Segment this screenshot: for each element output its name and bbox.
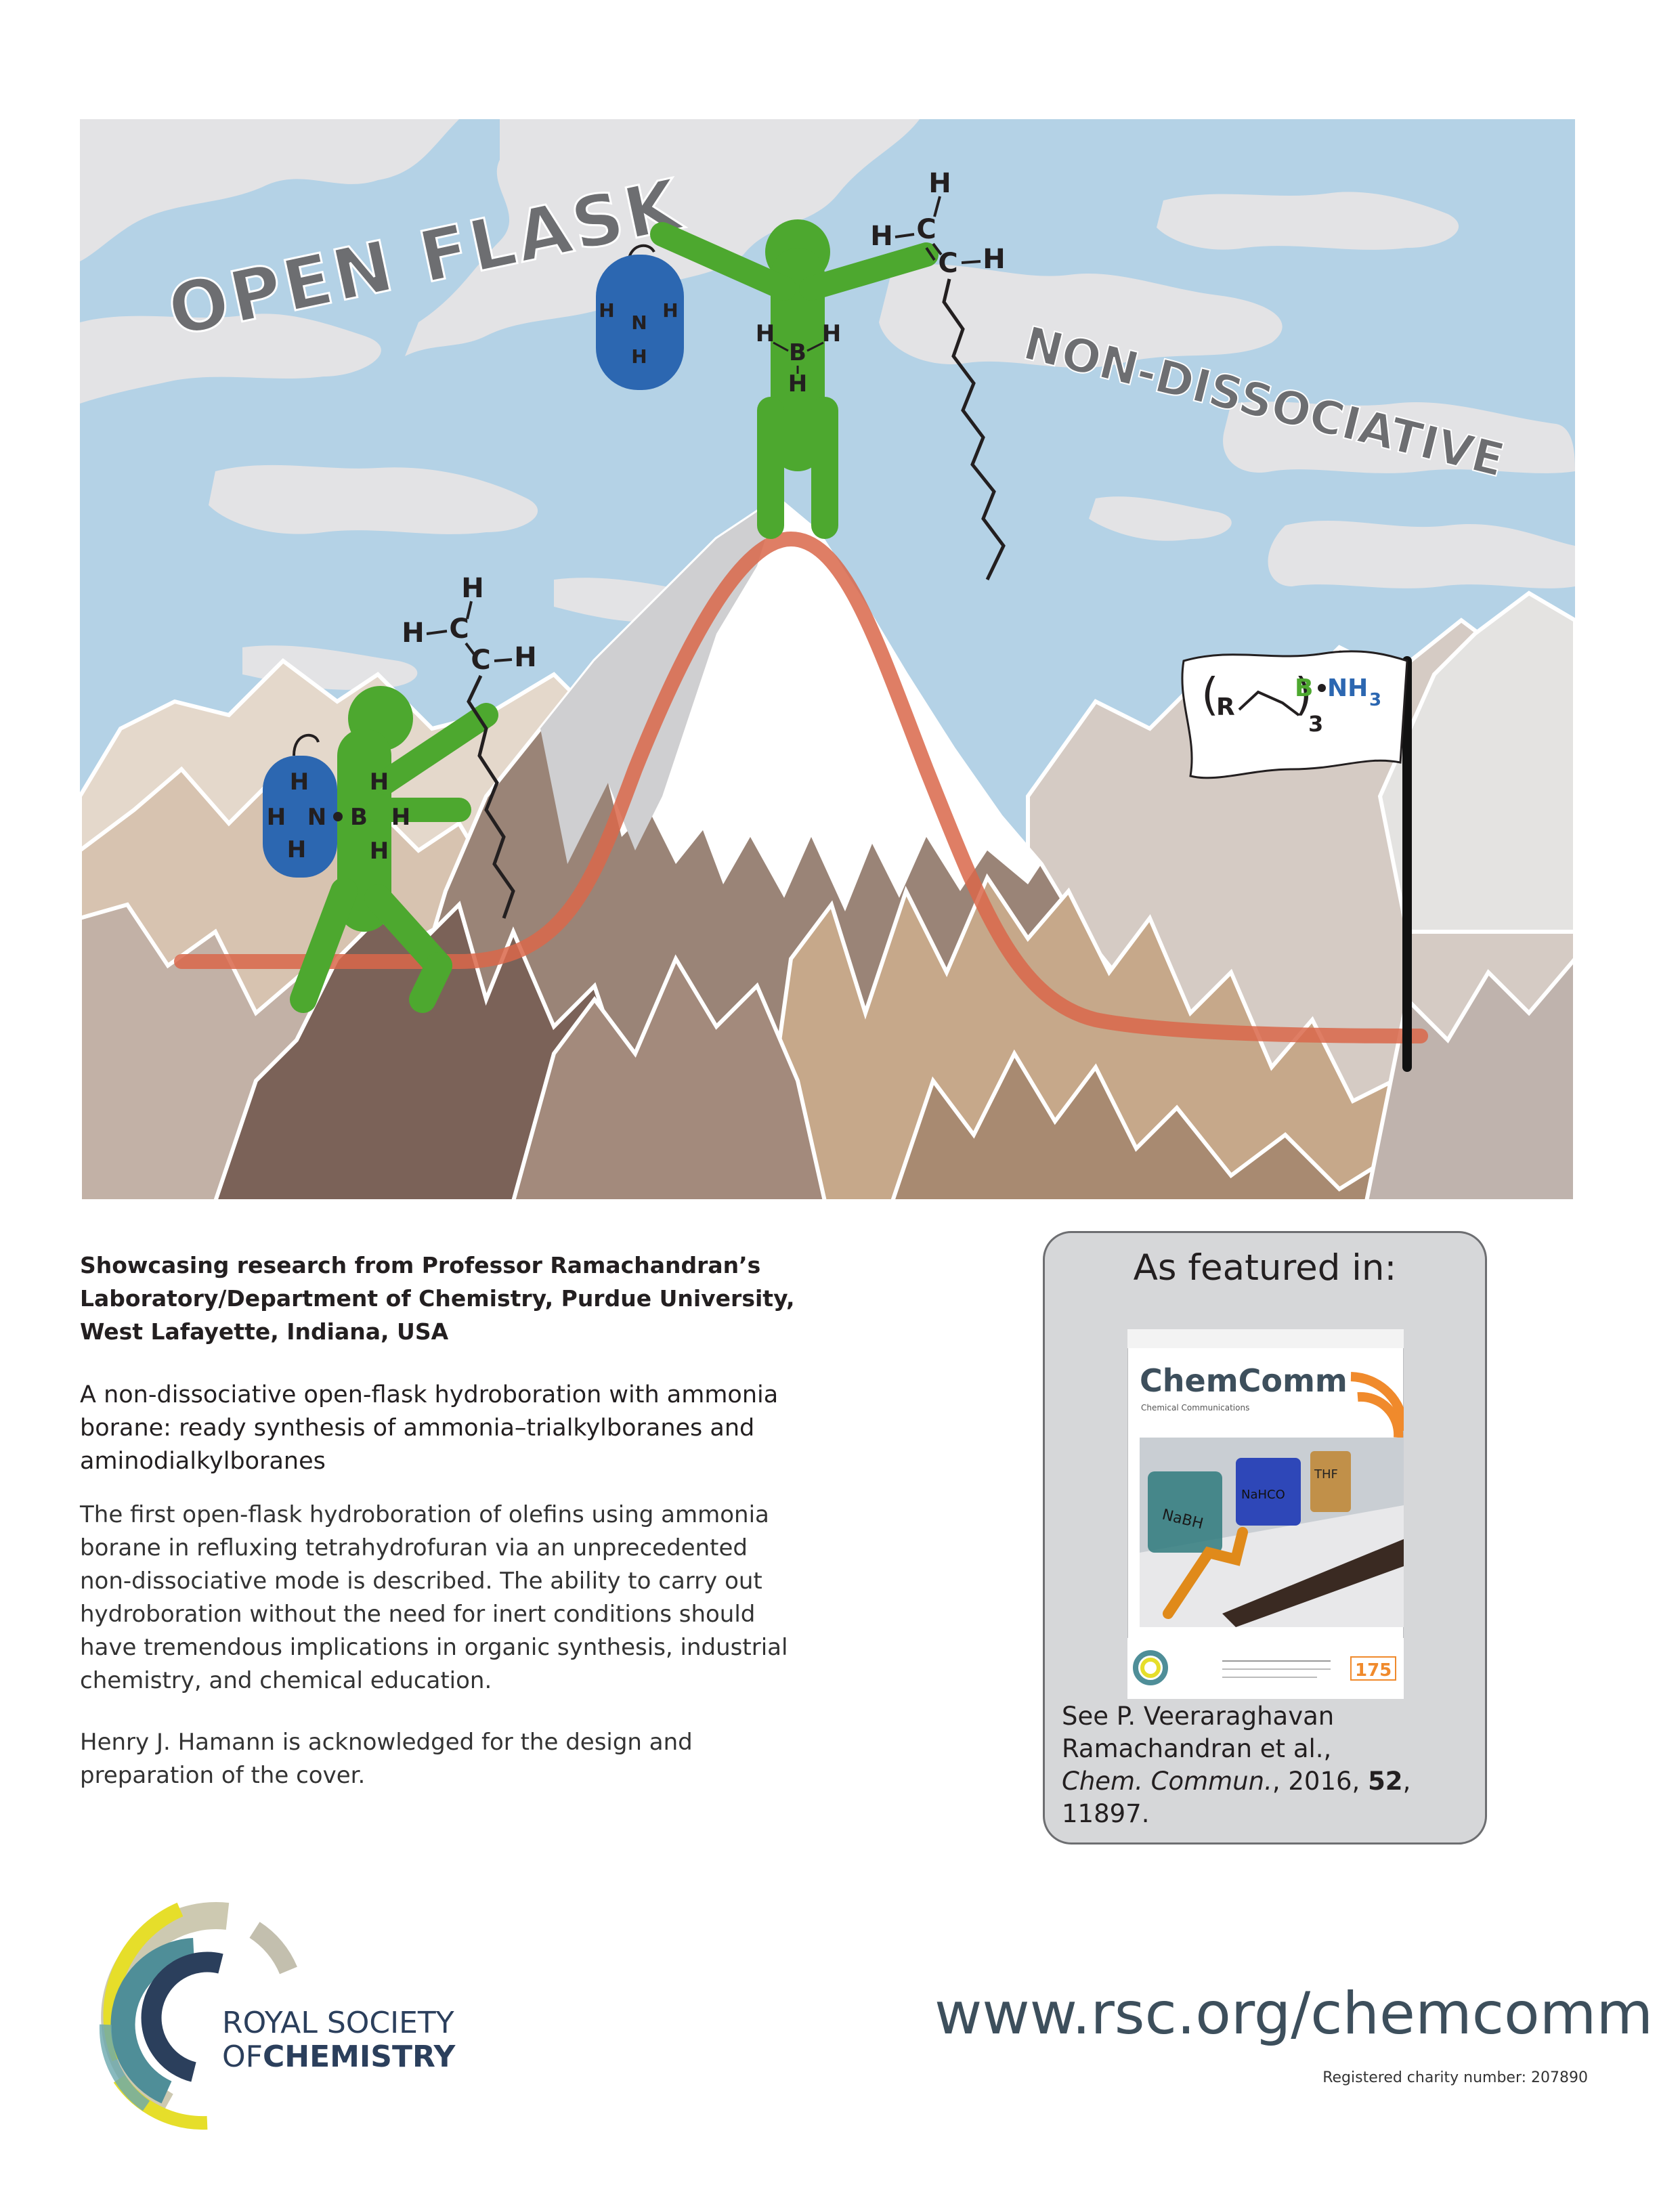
abstract-line: chemistry, and chemical education. [80,1667,492,1694]
atom-b: B [789,339,806,366]
title-line: A non-dissociative open-flask hydroborat… [80,1381,779,1408]
atom-h: H [290,769,309,796]
citation: See P. Veeraraghavan Ramachandran et al.… [1062,1700,1475,1830]
flag-nh-sub: 3 [1369,690,1381,710]
logo-arc [99,2024,150,2111]
atom-h: H [370,769,389,796]
clouds [80,119,1575,690]
svg-text:): ) [1295,668,1312,720]
atom-h: H [391,804,410,831]
atom-n: N [307,804,326,831]
title-line: borane: ready synthesis of ammonia–trial… [80,1415,755,1442]
atom-h: H [287,836,306,863]
citation-year: , 2016, [1272,1767,1369,1796]
title-line: aminodialkylboranes [80,1448,326,1475]
atom-n: N [631,311,647,334]
rsc-line1: ROYAL SOCIETY [222,2006,454,2040]
atom-c: C [449,613,469,645]
svg-text:(: ( [1201,668,1219,720]
citation-volume: 52 [1368,1767,1403,1796]
summit-flag: ( R ) 3 B NH 3 [1181,650,1412,1072]
rsc-line2: OFCHEMISTRY [222,2040,456,2074]
atom-h: H [662,299,678,322]
rsc-logo[interactable]: ROYAL SOCIETY OFCHEMISTRY [65,1889,471,2133]
ammonia-bag-top: H N H H [596,244,684,390]
atom-h: H [402,618,424,649]
ack-line: preparation of the cover. [80,1762,366,1789]
showcase-line: Laboratory/Department of Chemistry, Purd… [80,1285,795,1312]
mountain-mid-brown [511,954,827,1201]
showcase-line: West Lafayette, Indiana, USA [80,1318,449,1345]
atom-h: H [631,345,647,368]
olefin-chain-climber: H H C C H [402,573,537,919]
abstract: The first open-flask hydroboration of ol… [80,1498,811,1698]
showcase-text: Showcasing research from Professor Ramac… [80,1249,1041,1348]
olefin-chain-top: H H C C H [870,168,1006,581]
logo-arc [249,1922,297,1975]
atom-h: H [267,804,286,831]
label-nahco: NaHCO [1241,1488,1285,1502]
atom-h: H [928,168,951,199]
showcase-line: Showcasing research from Professor Ramac… [80,1252,761,1278]
abstract-line: have tremendous implications in organic … [80,1634,788,1661]
citation-line: Chem. Commun., 2016, 52, 11897. [1062,1765,1475,1830]
flag-r: R [1216,693,1235,721]
reaction-energy-curve [174,531,1428,1043]
journal-name: ChemComm [1140,1362,1348,1399]
flag-sub3: 3 [1308,711,1323,737]
atom-b: B [350,804,368,831]
atom-h: H [788,370,807,397]
citation-pages: , 11897. [1062,1767,1411,1828]
atom-h: H [370,838,389,865]
atom-h: H [822,320,841,347]
featured-box: As featured in: ChemComm Chemical Commun… [1043,1231,1487,1845]
abstract-line: non-dissociative mode is described. The … [80,1568,762,1595]
featured-title: As featured in: [1133,1247,1397,1289]
journal-cover-thumbnail[interactable]: ChemComm Chemical Communications NaBH Na… [1127,1329,1404,1699]
journal-url[interactable]: www.rsc.org/chemcomm [934,1980,1654,2048]
mountain-far-right-front [1364,955,1575,1201]
atom-h: H [514,642,536,673]
figure-climber: H H N H H B H H [263,686,498,1013]
atom-c: C [471,645,490,676]
abstract-line: hydroboration without the need for inert… [80,1601,756,1628]
acknowledgement: Henry J. Hamann is acknowledged for the … [80,1726,811,1792]
rsc-chemistry: CHEMISTRY [263,2040,456,2074]
rsc-of: OF [222,2040,263,2074]
mountain-far-right [1377,590,1575,934]
charity-number: Registered charity number: 207890 [1322,2069,1588,2086]
atom-h: H [870,221,892,252]
see-line: Ramachandran et al., [1062,1734,1332,1763]
atom-c: C [916,214,936,245]
logo-arc [141,1951,223,2082]
badge-175: 175 [1355,1660,1392,1681]
label-thf: THF [1314,1467,1338,1482]
abstract-line: The first open-flask hydroboration of ol… [80,1501,769,1528]
flag-b: B [1295,674,1313,702]
abstract-line: borane in refluxing tetrahydrofuran via … [80,1534,748,1561]
atom-h: H [983,244,1005,275]
flag-nh: NH [1327,674,1368,702]
ack-line: Henry J. Hamann is acknowledged for the … [80,1729,693,1756]
article-title: A non-dissociative open-flask hydroborat… [80,1379,1041,1478]
atom-h: H [461,573,483,604]
atom-h: H [599,299,614,322]
journal-subtitle: Chemical Communications [1141,1403,1249,1412]
citation-journal: Chem. Commun. [1062,1767,1272,1796]
figure-borane-top: H H B H [650,219,939,539]
see-line: See P. Veeraraghavan [1062,1702,1335,1731]
orange-arcs [1350,1372,1404,1438]
cover-illustration: OPEN FLASK NON-DISSOCIATIVE H H B H [80,119,1575,1201]
atom-h: H [756,320,775,347]
logo-arc [110,1938,195,2104]
